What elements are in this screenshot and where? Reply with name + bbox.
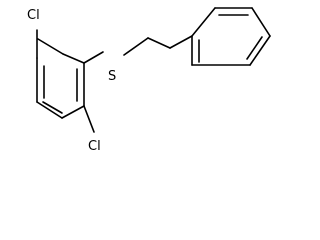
phenyl-bond-5 bbox=[249, 35, 271, 66]
bond-c4-c5 bbox=[61, 105, 85, 119]
double-bond-inner-bottom bbox=[42, 101, 63, 114]
bond-sulfur-to-ch2 bbox=[123, 37, 149, 56]
phenyl-ring bbox=[169, 7, 271, 66]
molecule-diagram: Cl S Cl bbox=[27, 7, 271, 154]
chemical-structure-figure: Cl S Cl bbox=[27, 7, 271, 154]
bond-c2-c3 bbox=[62, 53, 85, 64]
dichlorophenyl-ring bbox=[36, 29, 104, 133]
phenyl-bond-1 bbox=[169, 35, 193, 49]
phenyl-bond-2 bbox=[191, 7, 216, 37]
bond-c1-c2 bbox=[37, 38, 64, 55]
benzyl-linkage bbox=[123, 37, 171, 56]
phenyl-bond-4 bbox=[251, 7, 271, 37]
phenyl-double-right bbox=[246, 36, 263, 60]
bond-ring-to-cl-bottom bbox=[83, 105, 95, 133]
chlorine-label-bottom: Cl bbox=[88, 139, 101, 154]
bond-ring-to-sulfur bbox=[83, 51, 104, 64]
chlorine-label-top: Cl bbox=[27, 8, 40, 23]
bond-ch2-to-phenyl bbox=[147, 37, 171, 49]
bond-c5-c6 bbox=[36, 101, 63, 119]
sulfur-label: S bbox=[108, 69, 116, 84]
